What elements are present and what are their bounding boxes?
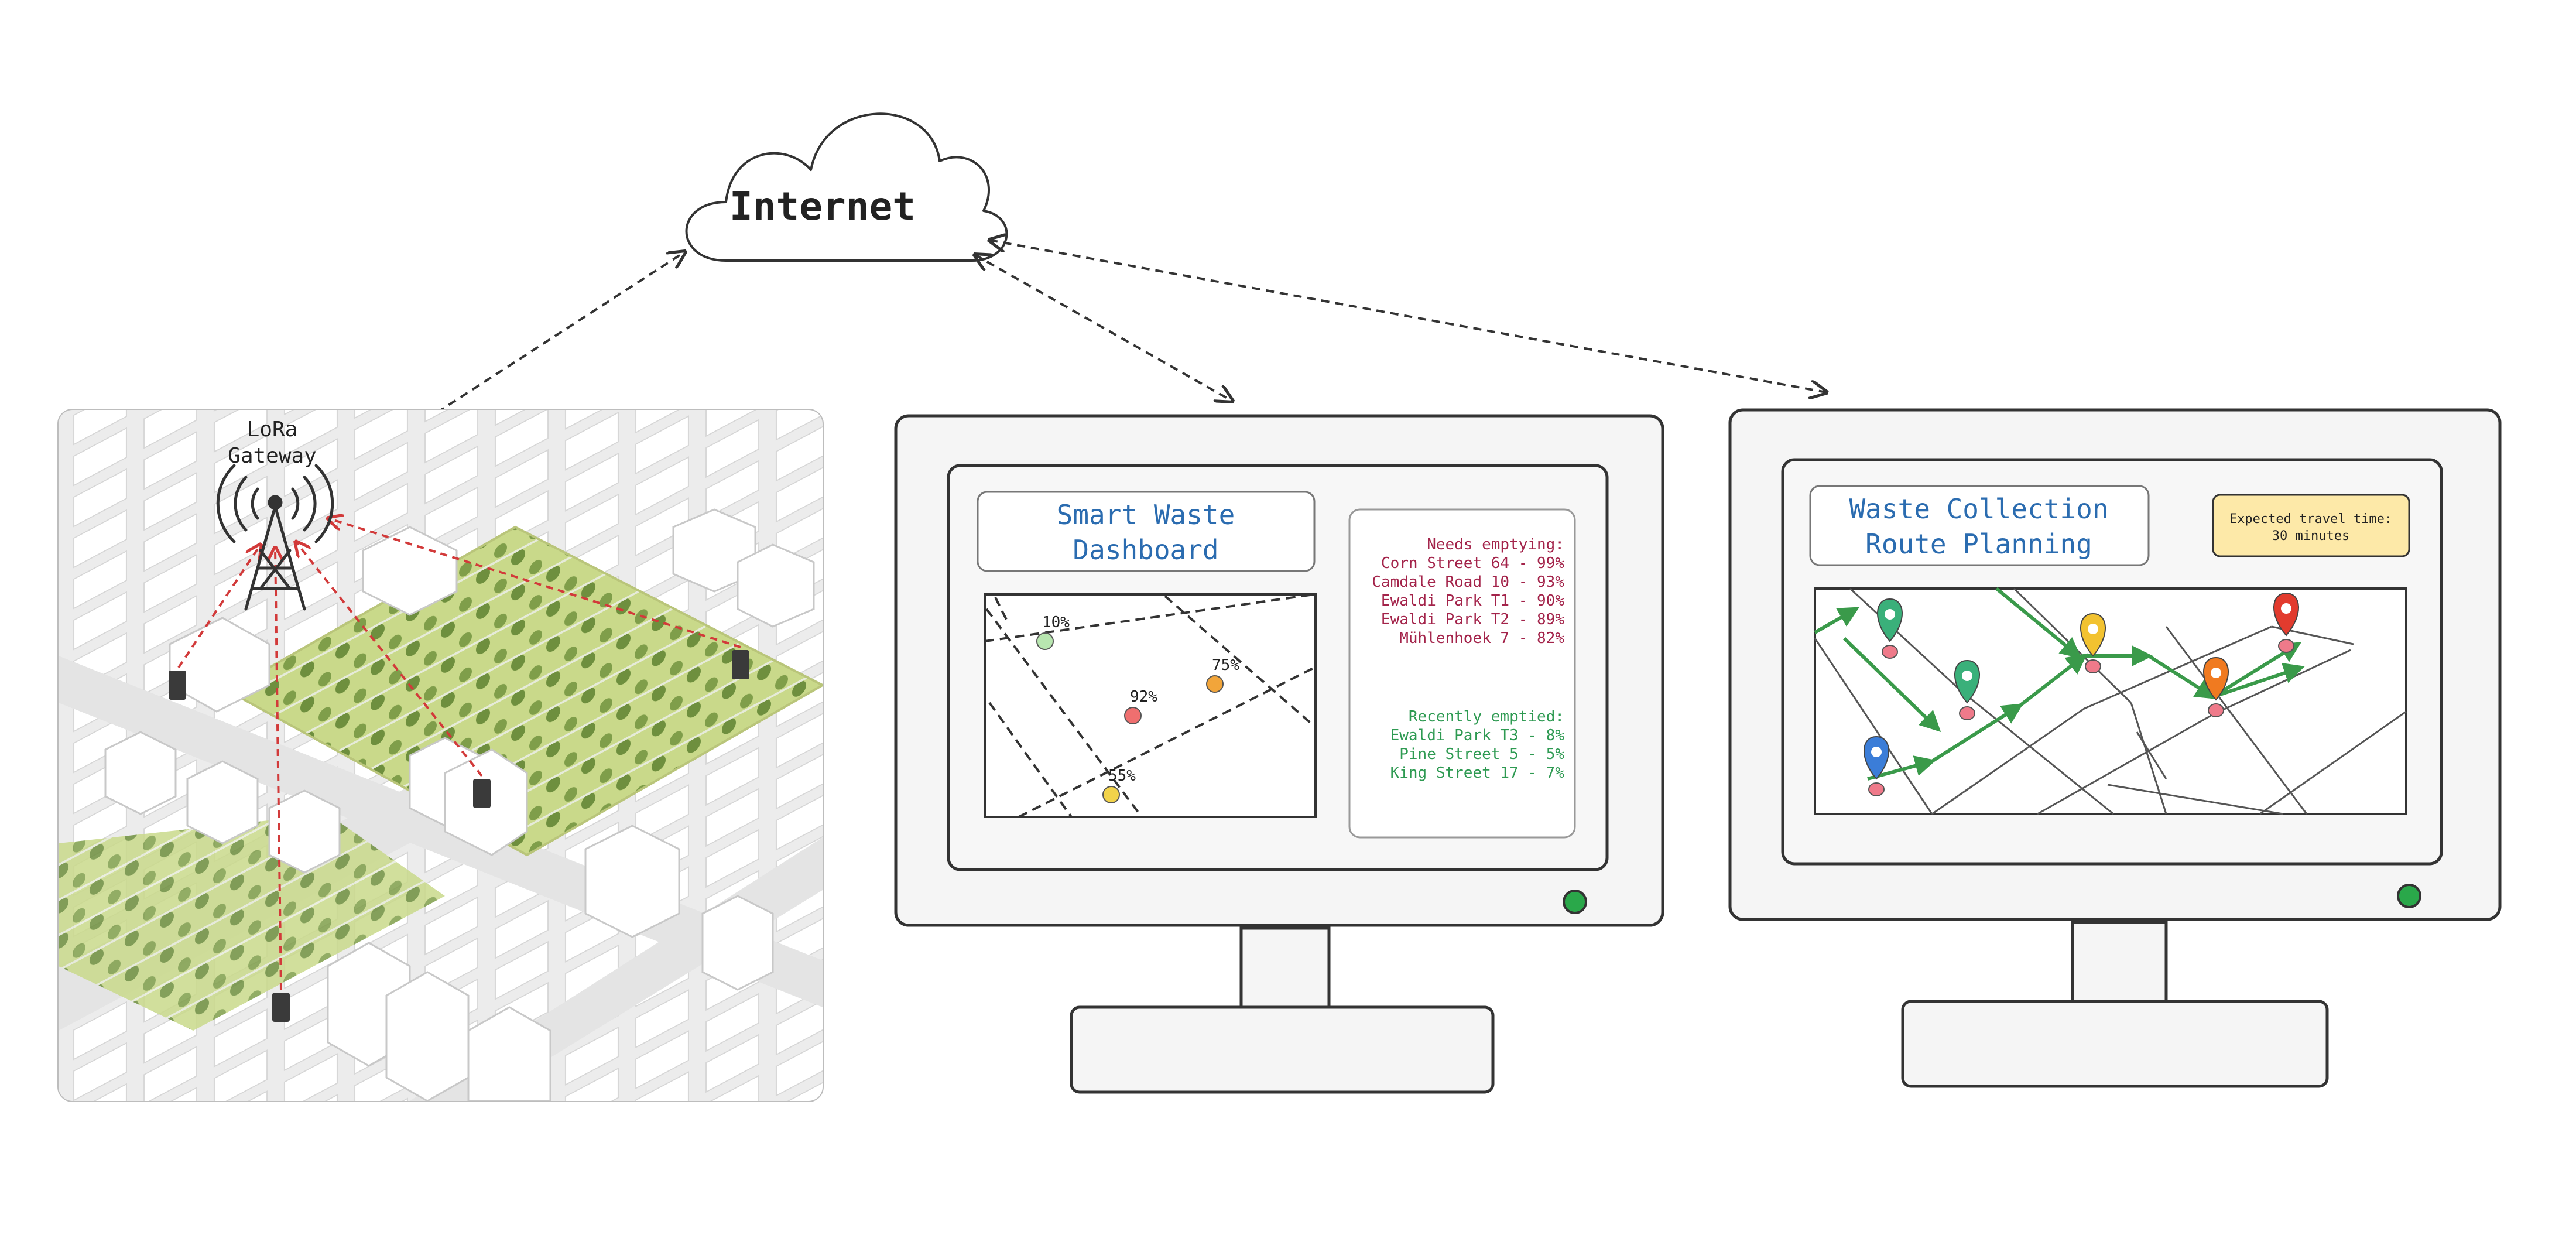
link-internet-route bbox=[989, 240, 1827, 392]
travel-time-box bbox=[2212, 494, 2410, 557]
status-item: Ewaldi Park T3 - 8% bbox=[1390, 727, 1565, 744]
bin-marker bbox=[1882, 645, 1898, 659]
lora-links bbox=[177, 518, 741, 990]
bin-marker bbox=[1102, 786, 1120, 803]
route-pins bbox=[1864, 592, 2299, 796]
sensor-bin bbox=[272, 993, 290, 1022]
lora-gateway-tower-icon bbox=[216, 464, 334, 611]
recently-emptied-list: Recently emptied:Ewaldi Park T3 - 8%Pine… bbox=[1390, 708, 1565, 782]
monitor-base bbox=[1070, 1005, 1495, 1094]
dashboard-map: 10% 92% 75% 55% bbox=[984, 593, 1317, 818]
route-segment bbox=[1842, 637, 1941, 733]
status-item: Mühlenhoek 7 - 82% bbox=[1399, 630, 1564, 647]
monitor-neck bbox=[2071, 921, 2168, 1003]
map-pin-icon bbox=[2203, 656, 2229, 701]
bin-marker bbox=[2208, 703, 2224, 717]
map-pin-icon bbox=[1864, 736, 1889, 780]
map-pin-icon bbox=[1877, 598, 1903, 642]
route-segment bbox=[2147, 654, 2217, 699]
gateway-label-line1: LoRa bbox=[247, 418, 298, 442]
bin-marker bbox=[1868, 782, 1885, 796]
map-pin-icon bbox=[2273, 592, 2299, 637]
bin-marker bbox=[2278, 639, 2294, 653]
bin-marker bbox=[1124, 707, 1142, 724]
power-led bbox=[1563, 890, 1587, 914]
map-pin-icon bbox=[2080, 613, 2106, 657]
internet-cloud: Internet bbox=[685, 112, 1008, 262]
link-internet-dashboard bbox=[975, 255, 1232, 401]
route-monitor: Waste Collection Route Planning Expected… bbox=[1728, 408, 2502, 1088]
route-segment bbox=[2019, 653, 2088, 707]
route-title-box bbox=[1809, 485, 2150, 566]
gateway-label-line2: Gateway bbox=[228, 444, 317, 468]
bin-fill-label: 10% bbox=[1042, 614, 1070, 631]
travel-time-line1: Expected travel time: bbox=[2229, 512, 2392, 526]
status-item: King Street 17 - 7% bbox=[1390, 764, 1565, 782]
bin-marker bbox=[2085, 659, 2101, 673]
bin-marker bbox=[1036, 632, 1054, 650]
route-segment bbox=[1931, 703, 2024, 763]
route-title-line2: Route Planning bbox=[1865, 528, 2092, 560]
bin-fill-label: 75% bbox=[1212, 656, 1239, 674]
internet-label: Internet bbox=[729, 184, 916, 229]
route-map bbox=[1814, 587, 2407, 815]
city-panel: LoRa Gateway bbox=[57, 409, 824, 1102]
status-heading: Recently emptied: bbox=[1409, 708, 1564, 726]
route-segment bbox=[1995, 587, 2082, 659]
map-pin-icon bbox=[1954, 659, 1980, 704]
monitor-base bbox=[1901, 1000, 2329, 1088]
sensor-bins bbox=[169, 650, 749, 1022]
bin-marker bbox=[1206, 675, 1224, 693]
city-illustration bbox=[59, 410, 823, 1101]
bin-fill-label: 92% bbox=[1130, 688, 1157, 706]
status-item: Corn Street 64 - 99% bbox=[1381, 555, 1564, 572]
route-segment bbox=[2212, 663, 2305, 699]
status-item: Ewaldi Park T1 - 90% bbox=[1381, 592, 1564, 610]
dashboard-monitor: Smart Waste Dashboard 10% 92% 75% 55% Needs… bbox=[894, 414, 1664, 1094]
status-item: Pine Street 5 - 5% bbox=[1399, 745, 1564, 763]
sensor-bin bbox=[732, 650, 749, 679]
bin-status-panel: Needs emptying: Corn Street 64 - 99%Camda… bbox=[1348, 508, 1576, 839]
route-title-line1: Waste Collection bbox=[1849, 493, 2108, 525]
travel-time-line2: 30 minutes bbox=[2272, 529, 2349, 543]
dashboard-title-box bbox=[977, 491, 1316, 572]
route-segment bbox=[1814, 607, 1860, 634]
bin-fill-label: 55% bbox=[1108, 767, 1136, 785]
monitor-neck bbox=[1239, 926, 1331, 1009]
needs-emptying-list: Needs emptying: Corn Street 64 - 99%Camda… bbox=[1372, 536, 1564, 647]
bin-marker bbox=[1959, 706, 1975, 720]
power-led bbox=[2397, 884, 2421, 908]
route-segment bbox=[2212, 642, 2302, 699]
dashboard-title-line1: Smart Waste bbox=[1057, 499, 1235, 531]
status-item: Camdale Road 10 - 93% bbox=[1372, 573, 1564, 591]
collection-route bbox=[1814, 587, 2305, 781]
sensor-bin bbox=[169, 671, 186, 700]
status-heading: Needs emptying: bbox=[1427, 536, 1564, 553]
status-item: Ewaldi Park T2 - 89% bbox=[1381, 611, 1564, 628]
dashboard-title-line2: Dashboard bbox=[1073, 534, 1218, 566]
sensor-bin bbox=[473, 779, 491, 808]
